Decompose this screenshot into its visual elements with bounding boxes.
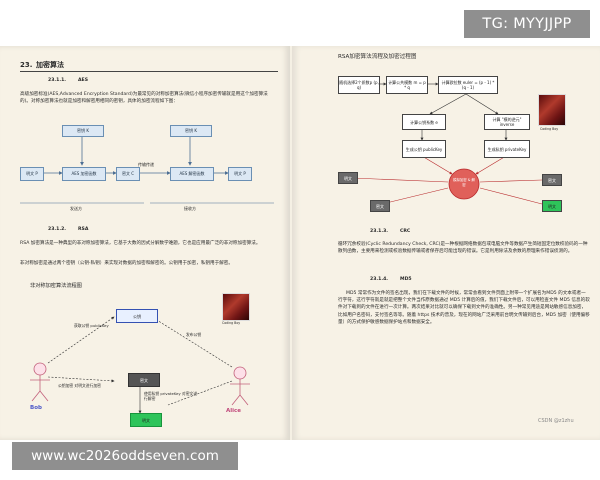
flow-right-plain: 明文 — [542, 200, 562, 212]
rsa-flowchart: 随机选择2个质数p (p, q) 计算公共模数 m = p * q 计算欧拉数 … — [338, 64, 568, 216]
flow-left-cipher: 密文 — [370, 200, 390, 212]
flow-step-privatekey: 生成私钥 privateKey — [484, 140, 530, 158]
md5-heading-number: 23.1.4. — [370, 277, 389, 282]
rsa-heading-title: RSA — [78, 227, 89, 232]
coding-boy-avatar — [222, 293, 250, 321]
aes-sender-label: 发送方 — [70, 206, 82, 211]
aes-decrypt: AES 解密函数 — [170, 167, 214, 181]
md5-heading-title: MD5 — [400, 277, 412, 282]
flow-step-publickey: 生成公钥 publicKey — [402, 140, 446, 158]
flow-right-cipher: 密文 — [542, 174, 562, 186]
section-number: 23. — [20, 61, 33, 69]
bob-label: Bob — [30, 405, 42, 411]
rsa-figure: 公钥 获取公钥 publicKey 发布公钥 公钥加密 对明文进行加密 密文 使… — [18, 291, 276, 431]
aes-key-2: 密钥 K — [170, 125, 212, 137]
aes-plain-2: 明文 P — [228, 167, 252, 181]
rsa-publish-pubkey-label: 发布公钥 — [186, 332, 202, 337]
watermark-top: TG: MYYJJPP — [464, 10, 590, 38]
left-page: 23. 加密算法 23.1.1. AES 高级加密标准(AES,Advanced… — [0, 46, 290, 440]
rsa-flowchart-arrows — [351, 82, 543, 205]
right-page: RSA加密算法流程及加密过程图 随 — [292, 46, 600, 440]
rsa-pubkey-box: 公钥 — [116, 309, 158, 323]
rsa-encrypt-label: 公钥加密 对明文进行加密 — [58, 383, 101, 388]
watermark-bottom: www.wc2026oddseven.com — [12, 442, 238, 470]
flow-step-inverse: 计算 "模的逆元" inverse — [484, 114, 530, 130]
rsa-decrypt-label: 使用私钥 privateKey 对密文进行解密 — [144, 391, 198, 401]
avatar-caption-2: Coding Boy — [540, 127, 559, 131]
rsa-heading-number: 23.1.2. — [48, 227, 67, 232]
csdn-credit: CSDN @z1zhu — [538, 418, 574, 424]
crc-heading-number: 23.1.3. — [370, 229, 389, 234]
section-rule — [20, 71, 278, 72]
aes-heading-number: 23.1.1. — [48, 78, 67, 83]
aes-key-1: 密钥 K — [62, 125, 104, 137]
flow-step-primes: 随机选择2个质数p (p, q) — [338, 76, 380, 94]
crc-paragraph: 循环冗余校验(Cyclic Redundancy Check, CRC)是一种根… — [338, 242, 588, 255]
coding-boy-avatar-2 — [538, 94, 566, 126]
aes-paragraph: 高级加密标准(AES,Advanced Encryption Standard)… — [20, 92, 268, 105]
rsa-plain-box: 明文 — [130, 413, 162, 427]
aes-encrypt: AES 加密函数 — [62, 167, 106, 181]
aes-figure: 密钥 K 密钥 K 明文 P AES 加密函数 密文 C 传输传递 AES 解密… — [20, 121, 274, 213]
rsa-figure-title: 非对称加密算法流程图 — [30, 283, 82, 289]
md5-paragraph: MD5 常常作为文件的签名出现，我们在下载文件的时候，常常会看到文件页面上附带一… — [338, 291, 590, 325]
rsa-paragraph-1: RSA 加密算法是一种典型的非对称加密算法，它基于大数的因式分解数学难题，它也是… — [20, 241, 261, 246]
flow-step-e: 计算公钥系数 e — [402, 114, 446, 130]
section-title: 加密算法 — [36, 61, 64, 69]
flow-step-euler: 计算欧拉数 euler = (p - 1) * (q - 1) — [438, 76, 498, 94]
aes-heading-title: AES — [78, 78, 89, 83]
aes-plain-1: 明文 P — [20, 167, 44, 181]
alice-label: Alice — [226, 408, 242, 414]
crc-heading-title: CRC — [400, 229, 411, 234]
flow-center-label: 模拟加密 & 解密 — [453, 178, 475, 187]
aes-transfer-label: 传输传递 — [138, 162, 154, 167]
book-spread: 23. 加密算法 23.1.1. AES 高级加密标准(AES,Advanced… — [0, 46, 600, 440]
flow-left-plain: 明文 — [338, 172, 358, 184]
rsa-flow-title: RSA加密算法流程及加密过程图 — [338, 54, 417, 60]
rsa-paragraph-2: 非对称加密是通过两个密钥（公钥-私钥）来实现对数据的加密和解密的。公钥用于加密，… — [20, 261, 233, 266]
flow-step-modulus: 计算公共模数 m = p * q — [386, 76, 428, 94]
rsa-cipher-box: 密文 — [128, 373, 160, 387]
aes-receiver-label: 接收方 — [184, 206, 196, 211]
rsa-figure-arrows — [30, 316, 250, 414]
rsa-get-pubkey-label: 获取公钥 publicKey — [74, 323, 109, 328]
avatar-caption: Coding Boy — [222, 321, 241, 325]
aes-figure-arrows — [20, 135, 274, 204]
aes-cipher: 密文 C — [116, 167, 140, 181]
